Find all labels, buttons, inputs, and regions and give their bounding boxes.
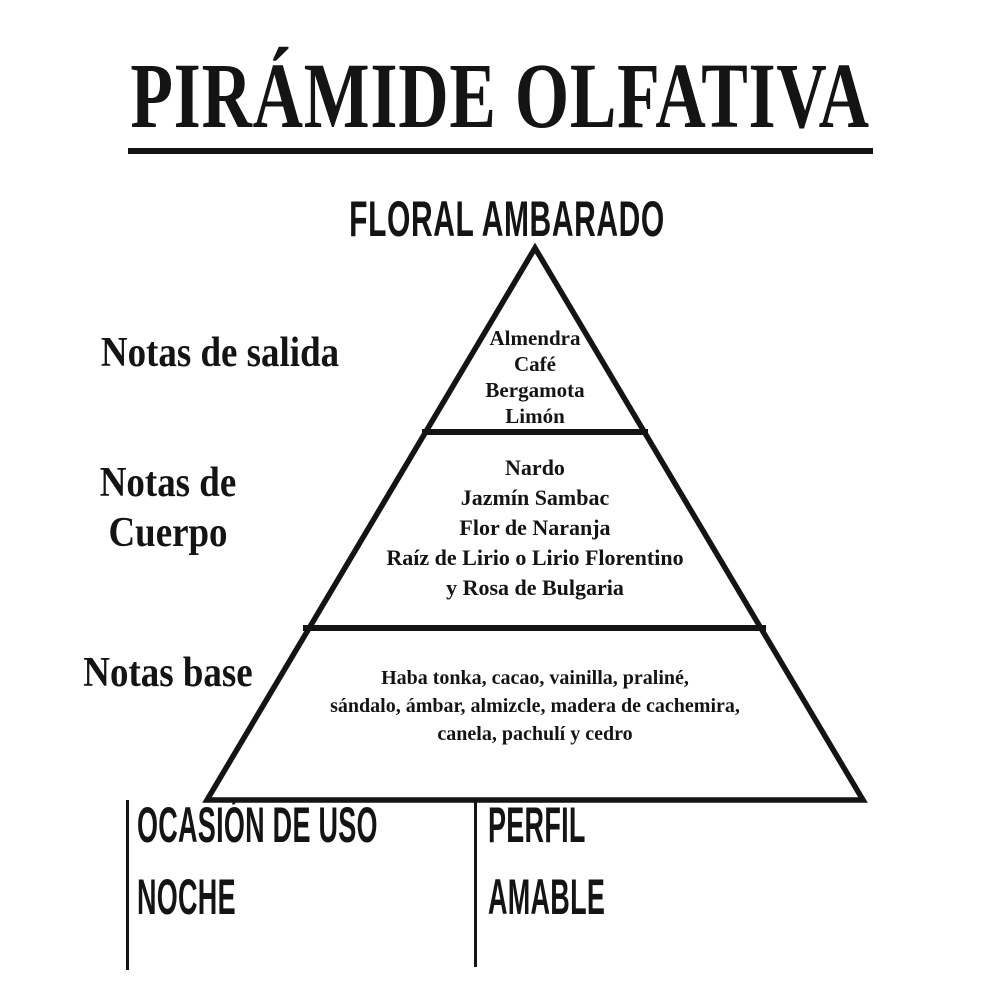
label-base-notes: Notas base: [83, 650, 253, 696]
page-title: PIRÁMIDE OLFATIVA: [130, 45, 870, 148]
profile-value: AMABLE: [488, 869, 606, 925]
label-top-notes: Notas de salida: [100, 330, 340, 376]
note-line: Flor de Naranja: [459, 515, 611, 540]
heart-notes-list: Nardo Jazmín Sambac Flor de Naranja Raíz…: [386, 453, 683, 603]
note-line: Raíz de Lirio o Lirio Florentino: [386, 545, 684, 570]
footer-middle-rule: [474, 800, 477, 967]
label-line: Notas de: [99, 460, 237, 506]
footer-left-rule: [126, 800, 129, 970]
pyramid-outline: [202, 242, 868, 803]
title-underline: [128, 148, 873, 154]
label-heart-notes: Notas de Cuerpo: [100, 458, 237, 558]
note-line: Bergamota: [485, 378, 585, 402]
base-notes-list: Haba tonka, cacao, vainilla, praliné, sá…: [330, 664, 740, 748]
occasion-value: NOCHE: [137, 869, 236, 925]
occasion-heading: OCASIÓN DE USO: [137, 797, 378, 853]
profile-heading: PERFIL: [488, 797, 586, 853]
label-line: Cuerpo: [108, 510, 228, 556]
fragrance-family-label: FLORAL AMBARADO: [349, 191, 665, 247]
note-line: Limón: [505, 404, 565, 428]
top-notes-list: Almendra Café Bergamota Limón: [485, 325, 584, 429]
note-line: y Rosa de Bulgaria: [446, 575, 624, 600]
note-line: Almendra: [489, 326, 581, 350]
note-line: sándalo, ámbar, almizcle, madera de cach…: [330, 695, 740, 717]
note-line: Nardo: [505, 455, 565, 480]
note-line: Café: [514, 352, 556, 376]
note-line: canela, pachulí y cedro: [437, 723, 633, 745]
note-line: Jazmín Sambac: [460, 485, 610, 510]
note-line: Haba tonka, cacao, vainilla, praliné,: [381, 667, 689, 689]
